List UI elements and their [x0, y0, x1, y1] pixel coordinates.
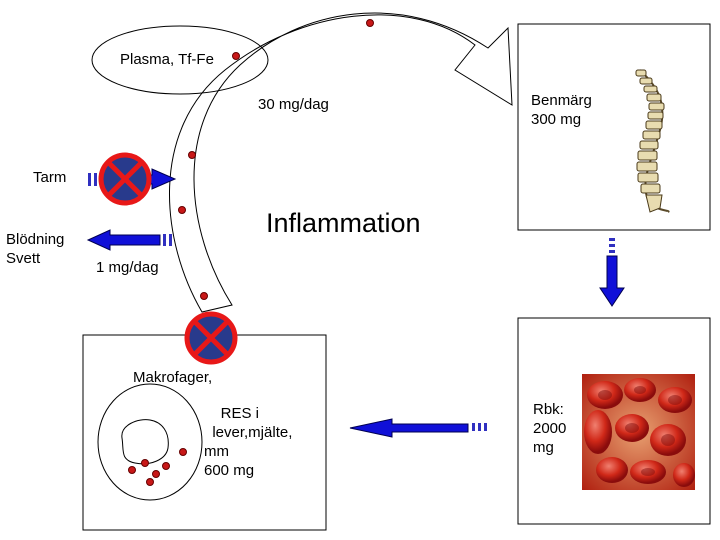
loss-rate-label: 1 mg/dag	[96, 259, 159, 276]
rbc-to-macrophage-arrow	[349, 418, 487, 438]
bone-marrow-label: Benmärg 300 mg	[531, 92, 592, 128]
iron-dot	[232, 52, 240, 60]
bleeding-label: Blödning Svett	[6, 231, 65, 267]
macrophage-cell	[97, 383, 203, 501]
iron-dot	[146, 478, 154, 486]
iron-dot	[366, 19, 374, 27]
intestine-label: Tarm	[33, 169, 67, 186]
bleeding-loss-arrow	[86, 229, 172, 251]
rbc-label: Rbk: 2000 mg	[533, 401, 567, 456]
macrophages-label: Makrofager,	[133, 369, 213, 386]
res-label: RES i lever,mjälte, mm 600 mg	[204, 405, 293, 479]
iron-dots-circulation	[178, 19, 374, 300]
iron-dot	[188, 151, 196, 159]
plasma-label: Plasma, Tf-Fe	[120, 51, 214, 68]
iron-dot	[162, 462, 170, 470]
iron-dot	[152, 470, 160, 478]
no-stopping-sign-icon	[184, 311, 238, 365]
circulation-curved-arrow	[169, 12, 513, 313]
inflammation-label: Inflammation	[266, 208, 421, 238]
iron-dot	[200, 292, 208, 300]
rbc-box	[517, 317, 711, 525]
plasma-ellipse	[91, 25, 269, 95]
no-stopping-sign-icon	[98, 152, 152, 206]
marrow-to-rbc-arrow	[599, 238, 625, 307]
iron-dot	[178, 206, 186, 214]
iron-dot	[141, 459, 149, 467]
bone-marrow-box	[517, 23, 711, 231]
spine-icon	[635, 69, 670, 213]
red-blood-cells-image	[582, 374, 695, 490]
marrow-flow-rate-label: 30 mg/dag	[258, 96, 329, 113]
iron-dot	[128, 466, 136, 474]
iron-dot	[179, 448, 187, 456]
